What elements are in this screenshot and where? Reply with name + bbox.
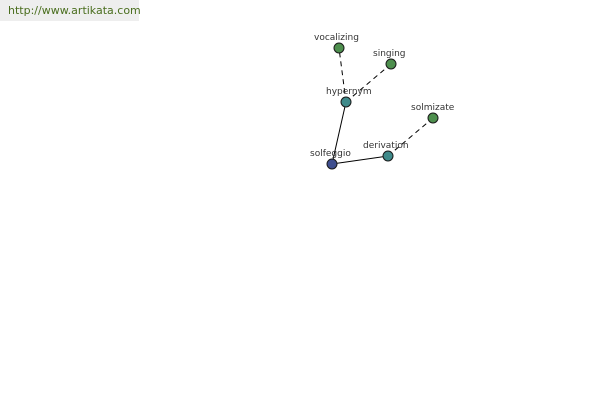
edges-layer bbox=[331, 47, 434, 165]
node-marker-solmizate[interactable] bbox=[427, 112, 439, 124]
edge-hypernym-vocalizing bbox=[338, 47, 347, 103]
node-singing[interactable]: singing bbox=[373, 49, 406, 70]
node-derivation[interactable]: derivation bbox=[363, 141, 409, 162]
node-label-vocalizing: vocalizing bbox=[314, 33, 359, 43]
node-marker-derivation[interactable] bbox=[382, 150, 394, 162]
node-vocalizing[interactable]: vocalizing bbox=[314, 33, 359, 54]
node-label-hypernym: hypernym bbox=[326, 87, 372, 97]
node-marker-solfeggio[interactable] bbox=[326, 158, 338, 170]
watermark-link[interactable]: http://www.artikata.com bbox=[0, 0, 141, 21]
edge-solfeggio-hypernym bbox=[331, 101, 347, 165]
node-marker-singing[interactable] bbox=[385, 58, 397, 70]
node-label-solfeggio: solfeggio bbox=[310, 149, 351, 159]
edge-solfeggio-derivation bbox=[331, 155, 389, 165]
node-label-singing: singing bbox=[373, 49, 406, 59]
edge-hypernym-singing bbox=[345, 63, 392, 103]
node-label-derivation: derivation bbox=[363, 141, 409, 151]
nodes-layer: solfeggio hypernym derivation vocalizing sin… bbox=[310, 33, 455, 170]
node-hypernym[interactable]: hypernym bbox=[326, 87, 372, 108]
node-label-solmizate: solmizate bbox=[411, 103, 455, 113]
node-marker-hypernym[interactable] bbox=[340, 96, 352, 108]
node-marker-vocalizing[interactable] bbox=[333, 42, 345, 54]
node-solmizate[interactable]: solmizate bbox=[411, 103, 455, 124]
node-solfeggio[interactable]: solfeggio bbox=[310, 149, 351, 170]
edge-derivation-solmizate bbox=[387, 117, 434, 157]
